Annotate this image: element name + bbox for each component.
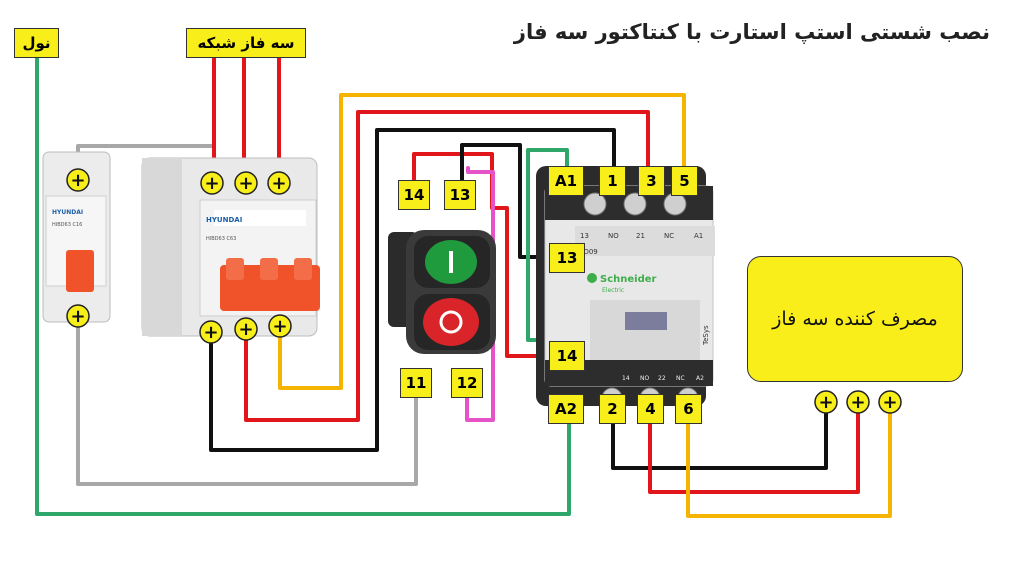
single-pole-breaker: HYUNDAI HIBD63 C16 bbox=[42, 151, 111, 323]
svg-text:+: + bbox=[203, 322, 218, 343]
wire-orange-phase bbox=[278, 93, 686, 390]
svg-text:+: + bbox=[272, 316, 287, 337]
wire-out-black bbox=[611, 402, 828, 470]
terminal-1: 1 bbox=[599, 166, 626, 196]
mcb-brand: HYUNDAI bbox=[52, 209, 83, 216]
mcb-model: HIBD63 C16 bbox=[52, 222, 82, 228]
three-phase-consumer: مصرف کننده سه فاز bbox=[747, 256, 963, 382]
wire-grey-lower bbox=[76, 314, 418, 486]
stop-button[interactable] bbox=[423, 298, 479, 346]
plus-terminal-icon-consumer-2: + bbox=[846, 390, 870, 414]
contactor-subbrand: Electric bbox=[602, 287, 624, 294]
pushbutton-terminal-12: 12 bbox=[451, 368, 483, 398]
wire-red-phase bbox=[244, 110, 650, 422]
wire-control-black bbox=[460, 143, 558, 259]
aux-top-21: 21 bbox=[636, 232, 645, 240]
terminal-a2: A2 bbox=[548, 394, 584, 424]
wire-neutral bbox=[35, 56, 571, 516]
plus-terminal-icon-breaker-out-3: + bbox=[268, 314, 292, 338]
wire-out-orange bbox=[686, 402, 892, 518]
start-stop-pushbutton bbox=[388, 230, 496, 354]
neutral-label: نول bbox=[14, 28, 59, 58]
svg-text:+: + bbox=[238, 173, 253, 194]
breaker-lever[interactable] bbox=[66, 250, 94, 292]
svg-text:+: + bbox=[238, 319, 253, 340]
contactor-brand: Schneider bbox=[600, 274, 657, 285]
plus-terminal-icon-mcb-bottom: + bbox=[66, 304, 90, 328]
plus-terminal-icon-breaker-in-1: + bbox=[200, 171, 224, 195]
aux-top-nc: NC bbox=[664, 232, 674, 240]
terminal-6: 6 bbox=[675, 394, 702, 424]
aux-bottom-a2: A2 bbox=[696, 375, 704, 382]
wire-black-phase bbox=[209, 128, 616, 452]
aux-top-13: 13 bbox=[580, 232, 589, 240]
three-pole-breaker: HYUNDAI HIBD63 C63 bbox=[141, 157, 320, 337]
contactor-series: TeSys bbox=[702, 325, 710, 346]
breaker-model: HIBD63 C63 bbox=[206, 236, 236, 242]
terminal-a1: A1 bbox=[548, 166, 584, 196]
terminal-contactor-13: 13 bbox=[549, 243, 585, 273]
aux-bottom-22: 22 bbox=[658, 375, 666, 382]
plus-terminal-icon-breaker-out-1: + bbox=[199, 320, 223, 344]
terminal-5: 5 bbox=[671, 166, 698, 196]
terminal-contactor-14: 14 bbox=[549, 341, 585, 371]
plus-terminal-icon-breaker-in-2: + bbox=[234, 171, 258, 195]
pushbutton-terminal-14: 14 bbox=[398, 180, 430, 210]
schneider-logo-icon bbox=[587, 273, 597, 283]
plus-terminal-icon-consumer-3: + bbox=[878, 390, 902, 414]
plus-terminal-icon-mcb-top: + bbox=[66, 168, 90, 192]
plus-terminal-icon-breaker-out-2: + bbox=[234, 317, 258, 341]
svg-text:+: + bbox=[204, 173, 219, 194]
terminal-2: 2 bbox=[599, 394, 626, 424]
plus-terminal-icon-breaker-in-3: + bbox=[267, 171, 291, 195]
pushbutton-terminal-13: 13 bbox=[444, 180, 476, 210]
aux-top-a1: A1 bbox=[694, 232, 703, 240]
aux-bottom-14: 14 bbox=[622, 375, 630, 382]
svg-text:+: + bbox=[271, 173, 286, 194]
terminal-3: 3 bbox=[638, 166, 665, 196]
svg-text:+: + bbox=[818, 392, 833, 413]
wire-out-red bbox=[648, 402, 860, 494]
svg-text:+: + bbox=[882, 392, 897, 413]
page-title: نصب شستی استپ استارت با کنتاکتور سه فاز bbox=[513, 20, 990, 44]
breaker-brand: HYUNDAI bbox=[206, 216, 242, 224]
terminal-4: 4 bbox=[637, 394, 664, 424]
plus-terminal-icon-consumer-1: + bbox=[814, 390, 838, 414]
aux-bottom-nc: NC bbox=[676, 375, 685, 382]
start-icon bbox=[449, 251, 453, 273]
pushbutton-terminal-11: 11 bbox=[400, 368, 432, 398]
svg-text:+: + bbox=[850, 392, 865, 413]
svg-text:+: + bbox=[70, 170, 85, 191]
aux-bottom-no: NO bbox=[640, 375, 649, 382]
three-phase-label: سه فاز شبکه bbox=[186, 28, 306, 58]
plus-terminals: + + + + + + + + + + + bbox=[66, 168, 902, 414]
stop-icon bbox=[439, 310, 463, 334]
contactor: 13 NO 21 NC A1 LC1 D09 Schneider Electri… bbox=[536, 166, 715, 409]
aux-top-no: NO bbox=[608, 232, 619, 240]
svg-text:+: + bbox=[70, 306, 85, 327]
